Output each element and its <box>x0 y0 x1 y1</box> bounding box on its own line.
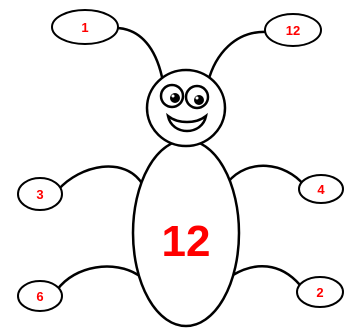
leg-lower-right-number: 2 <box>316 285 323 300</box>
antenna-left-number: 1 <box>81 20 88 35</box>
leg-lower-left <box>57 267 138 290</box>
bug-head <box>147 70 225 146</box>
right-eye-shine <box>196 97 199 100</box>
left-pupil <box>170 93 180 103</box>
leg-upper-right <box>228 166 304 185</box>
leg-lower-left-number: 6 <box>36 289 43 304</box>
body-number: 12 <box>162 217 211 266</box>
antenna-right <box>208 32 268 82</box>
left-eye-shine <box>172 95 175 98</box>
antenna-right-number: 12 <box>286 23 300 38</box>
antenna-left <box>118 28 163 82</box>
leg-upper-right-number: 4 <box>317 182 325 197</box>
leg-lower-right <box>233 266 300 285</box>
leg-upper-left-number: 3 <box>36 187 43 202</box>
right-pupil <box>194 95 204 105</box>
leg-upper-left <box>58 166 143 190</box>
